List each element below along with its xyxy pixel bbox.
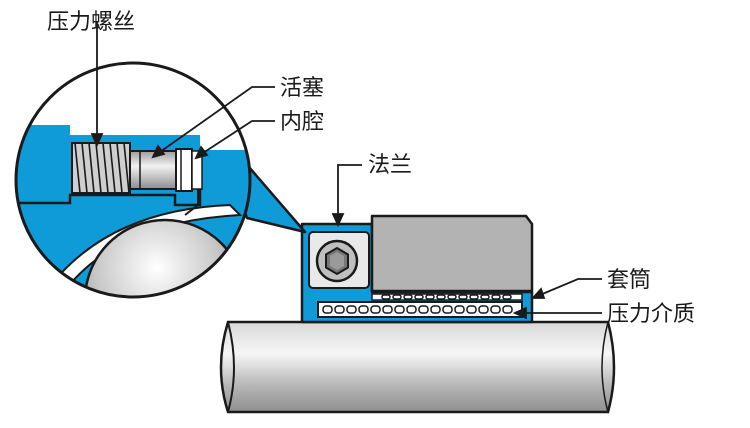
flange: [308, 231, 370, 289]
label-flange: 法兰: [368, 153, 412, 178]
magnified-detail: [14, 61, 252, 299]
shaft: [219, 320, 616, 414]
pressure-medium: [322, 293, 523, 314]
thread-teeth: [74, 142, 130, 194]
label-piston: 活塞: [280, 76, 324, 101]
label-pressure-screw: 压力螺丝: [47, 10, 135, 35]
label-pressure-medium: 压力介质: [607, 302, 695, 327]
label-sleeve: 套筒: [607, 268, 651, 293]
leader-lines: [90, 22, 602, 320]
body-block: [370, 214, 534, 293]
label-inner-cavity: 内腔: [280, 110, 324, 135]
